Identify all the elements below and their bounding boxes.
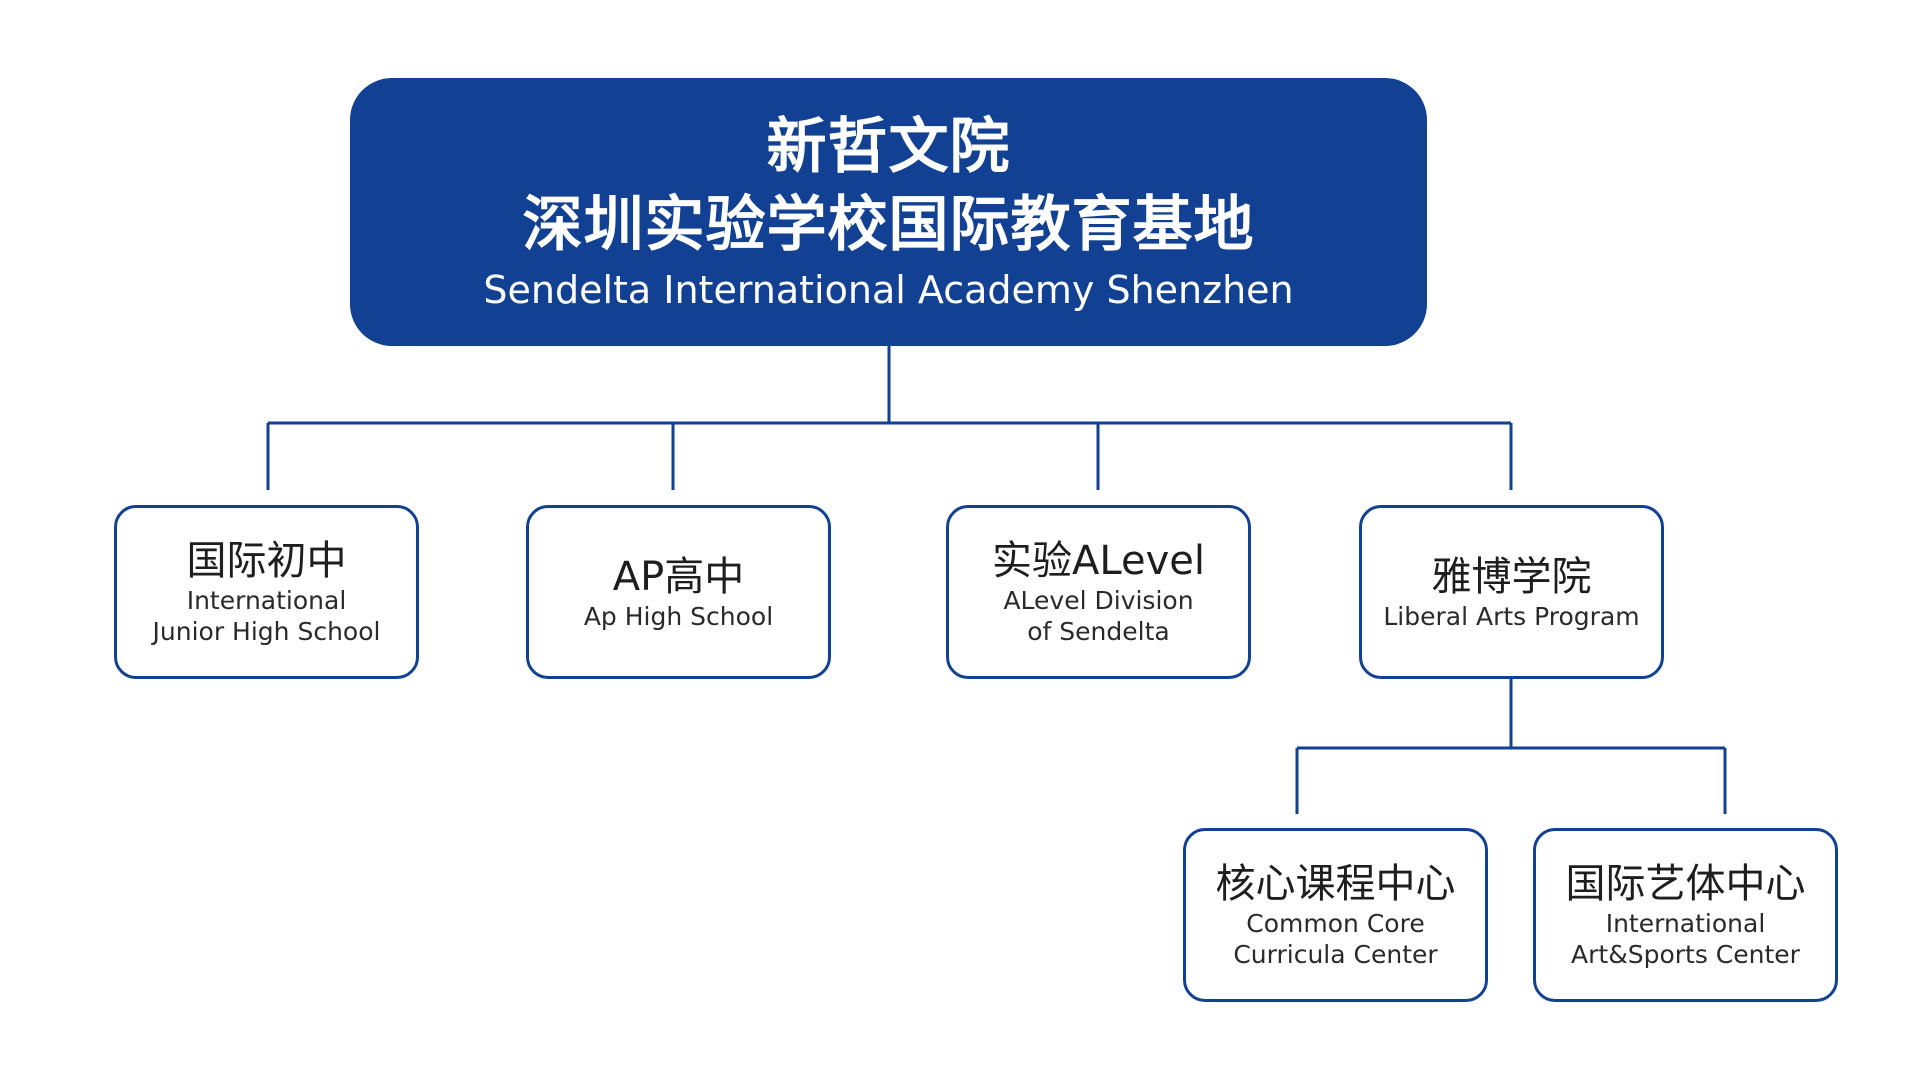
- root-title-zh-full: 深圳实验学校国际教育基地: [522, 190, 1255, 260]
- center-node-title-en: Art&Sports Center: [1571, 940, 1800, 969]
- division-node-junior-high: 国际初中 International Junior High School: [114, 505, 419, 679]
- center-node-title-en: Common Core: [1246, 909, 1425, 938]
- division-node-title-zh: 实验ALevel: [992, 538, 1205, 584]
- division-node-title-zh: AP高中: [612, 553, 745, 600]
- center-node-title-en: Curricula Center: [1233, 940, 1438, 969]
- division-node-ap-high: AP高中 Ap High School: [526, 505, 831, 679]
- root-node: 新哲文院 深圳实验学校国际教育基地 Sendelta International…: [350, 78, 1427, 346]
- division-node-title-zh: 国际初中: [186, 538, 347, 584]
- center-node-title-en: International: [1605, 909, 1766, 938]
- center-node-art-sports: 国际艺体中心 International Art&Sports Center: [1533, 828, 1838, 1002]
- division-node-title-zh: 雅博学院: [1431, 553, 1592, 600]
- division-node-liberal-arts: 雅博学院 Liberal Arts Program: [1359, 505, 1664, 679]
- division-node-title-en: Liberal Arts Program: [1383, 601, 1640, 631]
- root-title-en: Sendelta International Academy Shenzhen: [483, 268, 1294, 312]
- root-title-zh-short: 新哲文院: [766, 112, 1011, 182]
- division-node-title-en: of Sendelta: [1027, 617, 1170, 646]
- division-node-title-en: ALevel Division: [1003, 586, 1194, 615]
- center-node-title-zh: 核心课程中心: [1215, 861, 1456, 907]
- center-node-title-zh: 国际艺体中心: [1565, 861, 1806, 907]
- center-node-common-core: 核心课程中心 Common Core Curricula Center: [1183, 828, 1488, 1002]
- division-node-title-en: Junior High School: [152, 617, 381, 646]
- division-node-alevel: 实验ALevel ALevel Division of Sendelta: [946, 505, 1251, 679]
- division-node-title-en: International: [186, 586, 347, 615]
- division-node-title-en: Ap High School: [583, 601, 774, 631]
